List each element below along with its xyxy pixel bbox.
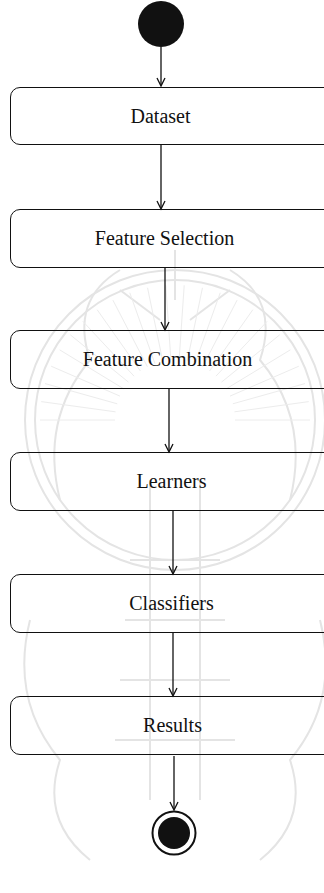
- start-node: [138, 1, 184, 47]
- watermark-ray: [40, 420, 115, 421]
- flow-arrow: [165, 389, 173, 452]
- start-arrowhead: [157, 78, 165, 86]
- watermark-ray: [45, 384, 117, 404]
- activity-label: Classifiers: [129, 591, 213, 615]
- flow-arrow: [161, 268, 169, 330]
- end-arrow: [173, 756, 174, 809]
- activity-label: Feature Combination: [83, 347, 252, 371]
- activity-box: Feature Selection: [10, 209, 324, 268]
- activity-box: Learners: [10, 452, 324, 511]
- flow-arrow: [169, 511, 177, 574]
- watermark-ray: [234, 402, 308, 412]
- activity-label: Results: [143, 713, 202, 737]
- activity-box: Results: [10, 696, 324, 755]
- activity-label: Learners: [137, 469, 207, 493]
- flow-arrow: [169, 633, 177, 696]
- activity-box: Classifiers: [10, 574, 324, 633]
- activity-label: Feature Selection: [95, 226, 234, 250]
- flow-arrow: [157, 145, 165, 209]
- end-node-core: [158, 817, 190, 849]
- activity-box: Dataset: [10, 87, 324, 145]
- end-arrowhead: [170, 802, 178, 810]
- end-node-ring: [153, 812, 196, 855]
- start-arrow: [160, 47, 161, 85]
- activity-label: Dataset: [131, 104, 191, 128]
- watermark-ray: [51, 366, 120, 396]
- activity-box: Feature Combination: [10, 330, 324, 389]
- watermark-ray: [41, 402, 115, 412]
- watermark-ray: [230, 366, 299, 396]
- watermark-ray: [233, 384, 305, 404]
- watermark-ray: [235, 420, 310, 421]
